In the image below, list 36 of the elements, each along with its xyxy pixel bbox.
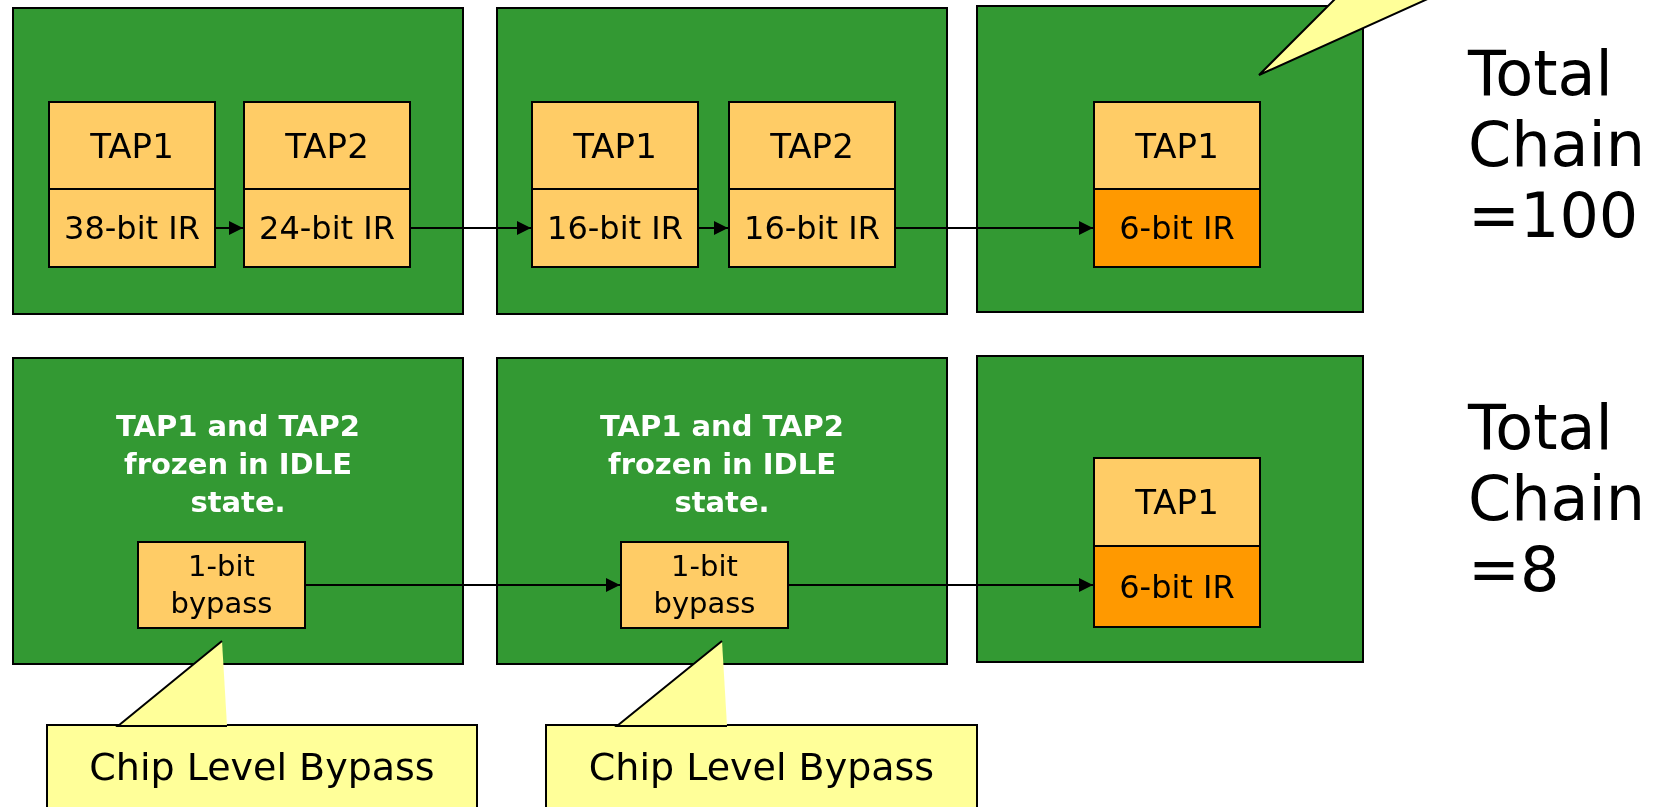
total-chain-label: Total Chain =100: [1468, 38, 1646, 251]
callout-text: Chip Level Bypass: [588, 744, 935, 789]
tap-register-box: [728, 101, 896, 268]
tap-register-box: [1093, 457, 1261, 628]
chip-block: [12, 357, 464, 665]
tap-register-box: [243, 101, 411, 268]
tap-register-box: [1093, 101, 1261, 268]
chip-block: [496, 357, 948, 665]
tap-label: TAP1: [1134, 124, 1220, 168]
tap-label: TAP2: [284, 124, 370, 168]
register-label: 6-bit IR: [1093, 545, 1261, 628]
arrow: [698, 221, 729, 235]
register-label: 6-bit IR: [1093, 188, 1261, 268]
tap-label: TAP2: [769, 124, 855, 168]
chip-block: [496, 7, 948, 315]
register-label: 1-bit bypass: [652, 548, 757, 622]
chip-block: [976, 355, 1364, 663]
arrow: [410, 221, 532, 235]
tap-register-box: [48, 101, 216, 268]
tap-label: TAP1: [572, 124, 658, 168]
arrow: [305, 578, 621, 592]
chip-note: TAP1 and TAP2 frozen in IDLE state.: [599, 408, 845, 521]
register-label: 1-bit bypass: [169, 548, 274, 622]
bypass-register-box: [620, 541, 789, 629]
tap-label: TAP1: [1134, 481, 1220, 524]
total-chain-label: Total Chain =8: [1468, 392, 1646, 605]
callout-text: Chip Level Bypass: [89, 744, 435, 789]
tap-label: TAP1: [89, 124, 175, 168]
arrow: [895, 221, 1094, 235]
bypass-register-box: [137, 541, 306, 629]
arrow: [788, 578, 1094, 592]
arrow: [215, 221, 244, 235]
chip-block: [976, 5, 1364, 313]
tap-register-box: [531, 101, 699, 268]
chip-note: TAP1 and TAP2 frozen in IDLE state.: [115, 408, 361, 521]
chip-block: [12, 7, 464, 315]
